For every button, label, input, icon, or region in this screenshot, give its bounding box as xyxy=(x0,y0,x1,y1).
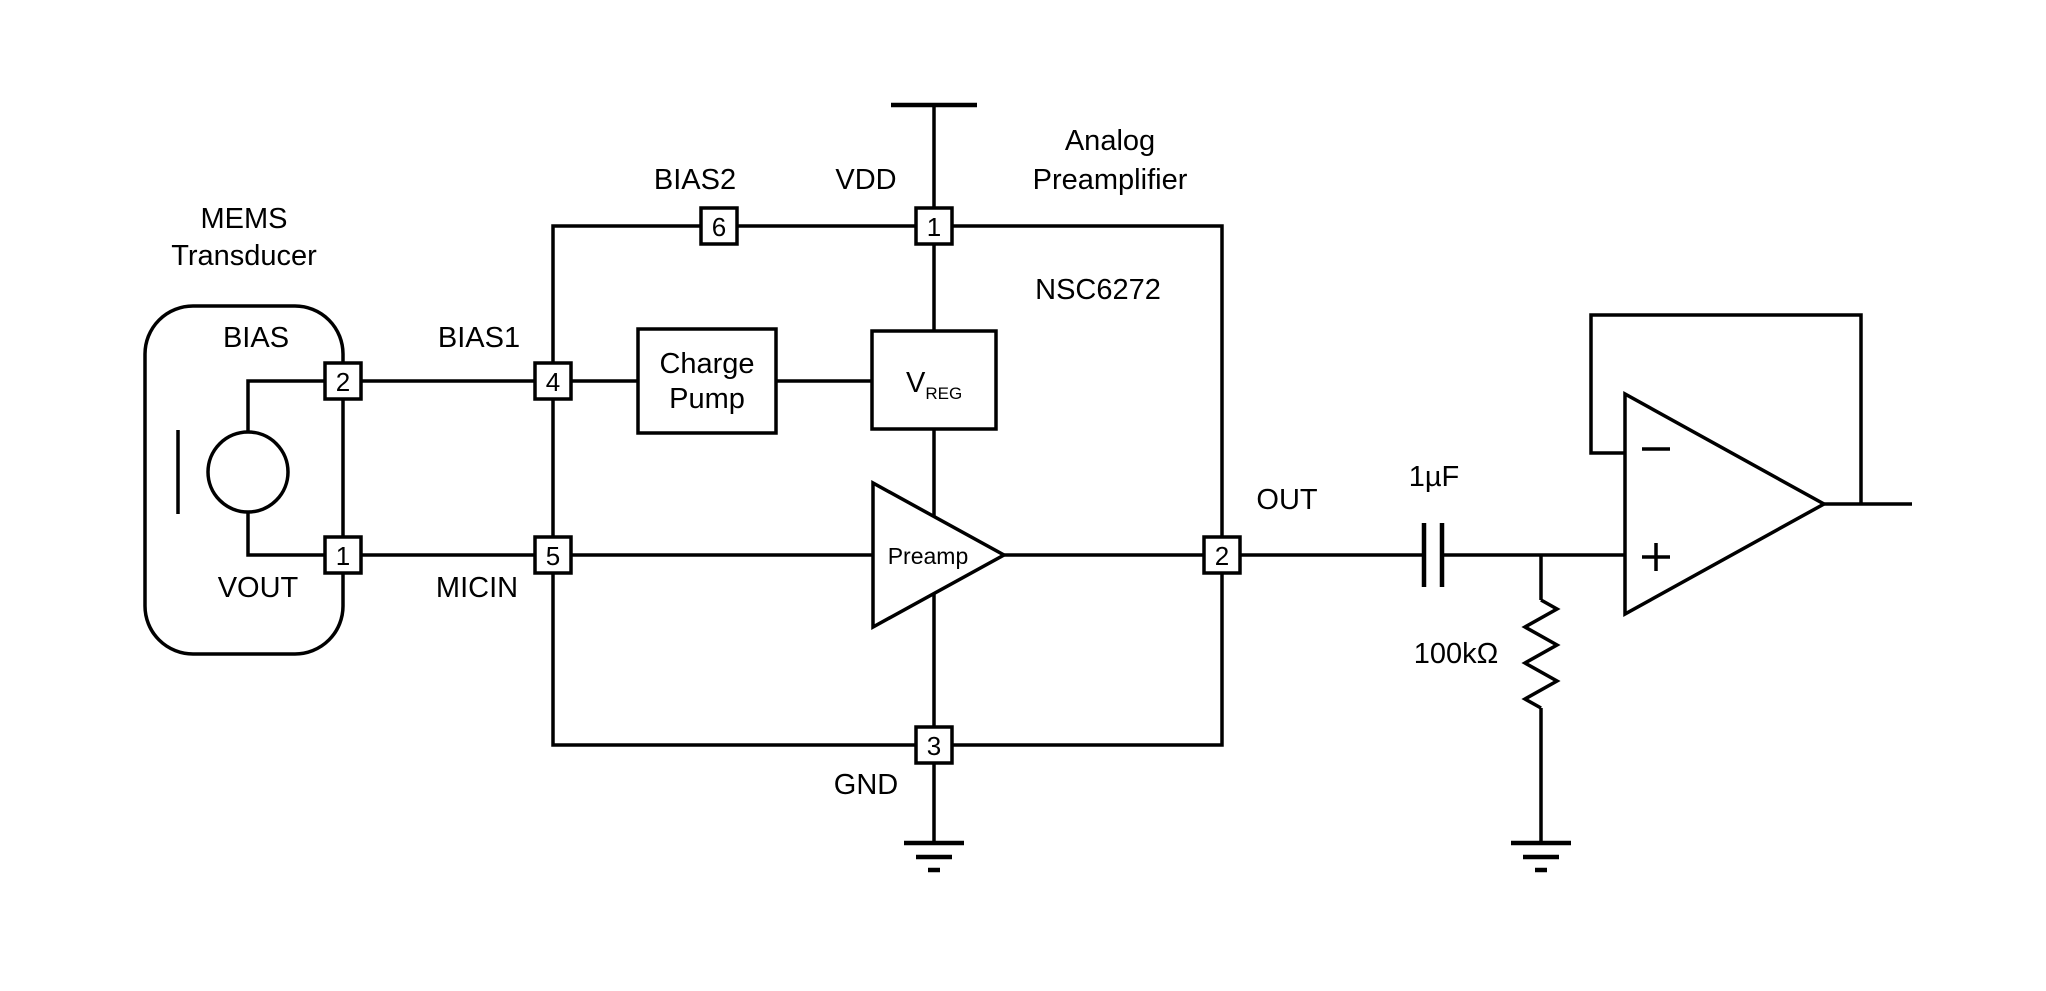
mems-diaphragm-circle xyxy=(206,430,290,514)
pin-ic-bias2: 6 xyxy=(699,206,739,246)
mems-bias-label: BIAS xyxy=(223,322,289,354)
pin-box xyxy=(533,361,573,401)
pin-box xyxy=(914,725,954,765)
pin-box xyxy=(1202,535,1242,575)
pin-number: 6 xyxy=(712,212,726,242)
pin-box xyxy=(699,206,739,246)
charge-pump-label-line2: Pump xyxy=(669,383,745,415)
ic-vdd-label: VDD xyxy=(835,164,896,196)
pin-number: 2 xyxy=(336,367,350,397)
vreg-label-sub: REG xyxy=(925,384,962,403)
ic-title-line1: Analog xyxy=(1065,125,1155,157)
ground-icon-ic xyxy=(904,840,964,873)
ic-bias1-label: BIAS1 xyxy=(438,322,520,354)
pin-number: 2 xyxy=(1215,541,1229,571)
pin-number: 4 xyxy=(546,367,560,397)
ic-out-label: OUT xyxy=(1256,484,1318,516)
ic-title-line2: Preamplifier xyxy=(1033,164,1188,196)
capacitor-value-label: 1µF xyxy=(1409,461,1460,493)
mems-transducer xyxy=(143,304,345,656)
pin-box xyxy=(323,361,363,401)
pin-mems-bias: 2 xyxy=(323,361,363,401)
pin-ic-gnd: 3 xyxy=(914,725,954,765)
mems-vout-label: VOUT xyxy=(218,572,299,604)
wire-mems-bias-internal xyxy=(246,379,343,432)
pin-ic-bias1: 4 xyxy=(533,361,573,401)
wire-mems-vout-internal xyxy=(246,512,343,557)
mems-title-line2: Transducer xyxy=(171,240,317,272)
charge-pump-label-line1: Charge xyxy=(659,348,754,380)
labels-layer: MEMS Transducer BIAS VOUT BIAS1 MICIN BI… xyxy=(171,125,1498,801)
preamp-triangle-icon xyxy=(871,480,1008,630)
resistor-icon xyxy=(1521,598,1561,710)
pin-box xyxy=(914,206,954,246)
vreg-box xyxy=(870,329,998,431)
pin-number: 1 xyxy=(927,212,941,242)
mems-title-line1: MEMS xyxy=(201,203,288,235)
charge-pump-box xyxy=(636,327,778,435)
pin-box xyxy=(323,535,363,575)
pin-number: 3 xyxy=(927,731,941,761)
pin-ic-out: 2 xyxy=(1202,535,1242,575)
pin-ic-vdd: 1 xyxy=(914,206,954,246)
plus-icon xyxy=(1642,543,1670,571)
pin-box xyxy=(533,535,573,575)
vreg-label: VREG xyxy=(906,367,962,403)
mems-outline xyxy=(143,304,345,656)
opamp xyxy=(1623,391,1828,617)
ground-icon-resistor xyxy=(1511,840,1571,873)
components-layer xyxy=(143,102,1828,873)
pin-mems-vout: 1 xyxy=(323,535,363,575)
ic-gnd-label: GND xyxy=(834,769,898,801)
resistor-value-label: 100kΩ xyxy=(1414,638,1499,670)
wire-feedback xyxy=(1589,313,1863,504)
ic-bias2-label: BIAS2 xyxy=(654,164,736,196)
opamp-triangle-icon xyxy=(1623,391,1828,617)
pin-ic-micin: 5 xyxy=(533,535,573,575)
ic-part-number: NSC6272 xyxy=(1035,274,1161,306)
preamp-label: Preamp xyxy=(888,543,969,569)
ic-outline xyxy=(551,224,1224,747)
pin-number: 5 xyxy=(546,541,560,571)
pin-number: 1 xyxy=(336,541,350,571)
ic-micin-label: MICIN xyxy=(436,572,518,604)
capacitor-icon xyxy=(1421,523,1445,587)
pins-layer: 2 1 4 5 6 1 2 3 xyxy=(323,206,1242,765)
vreg-label-main: V xyxy=(906,367,926,399)
